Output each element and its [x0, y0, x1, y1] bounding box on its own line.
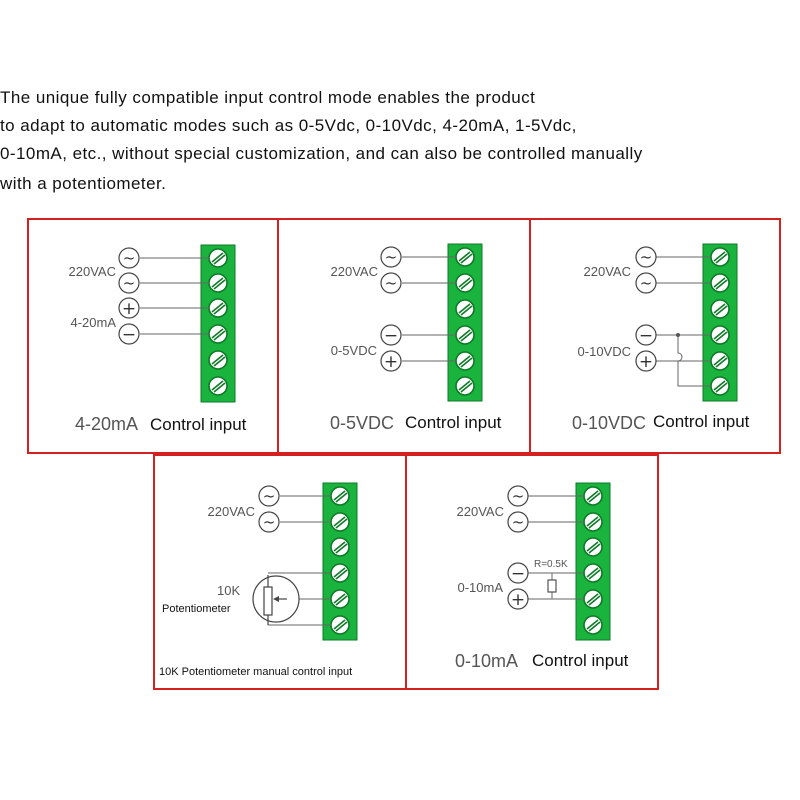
- terminal-symbols: ~ ~ − +: [635, 246, 657, 372]
- potentiometer-icon: [252, 575, 300, 625]
- terminal-block: [702, 243, 738, 402]
- caption-text: Control input: [150, 415, 247, 434]
- terminal-block: [447, 243, 483, 402]
- ac-icon: ~: [263, 513, 276, 531]
- intro-line-3: 0-10mA, etc., without special customizat…: [0, 144, 643, 163]
- signal-label: 4-20mA: [70, 315, 116, 330]
- panel-frame: [529, 218, 781, 454]
- ac-icon: ~: [123, 274, 136, 292]
- panel-0-10ma: ~ ~ − + 220VAC 0-10mA R=0.5K 0-10mA Cont…: [405, 454, 659, 690]
- caption-text: 10K Potentiometer manual control input: [159, 666, 352, 678]
- terminal-block: [575, 482, 611, 641]
- wires: [140, 257, 209, 335]
- ac-icon: ~: [640, 248, 653, 266]
- caption-text: Control input: [653, 412, 750, 431]
- signal-label: 0-5VDC: [331, 343, 377, 358]
- pot-value-label: 10K: [217, 583, 240, 598]
- minus-icon: −: [384, 326, 398, 346]
- power-label: 220VAC: [584, 264, 631, 279]
- caption-prefix: 0-10VDC: [572, 413, 646, 433]
- ac-icon: ~: [123, 249, 136, 267]
- intro-line-1: The unique fully compatible input contro…: [0, 88, 536, 107]
- terminal-symbols: ~ ~ + −: [118, 247, 140, 345]
- minus-icon: −: [511, 564, 525, 584]
- junction-dot: [676, 333, 680, 337]
- minus-icon: −: [639, 326, 653, 346]
- terminal-block: [200, 244, 236, 403]
- plus-icon: +: [511, 590, 525, 610]
- ac-icon: ~: [512, 513, 525, 531]
- wires: [655, 256, 711, 387]
- power-label: 220VAC: [331, 264, 378, 279]
- wires: [268, 495, 331, 626]
- ac-icon: ~: [512, 487, 525, 505]
- power-label: 220VAC: [69, 264, 116, 279]
- power-label: 220VAC: [457, 504, 504, 519]
- terminal-symbols: ~ ~ − +: [380, 246, 402, 372]
- resistor-icon: [547, 579, 557, 593]
- plus-icon: +: [639, 352, 653, 372]
- caption-prefix: 0-5VDC: [330, 413, 394, 433]
- panel-0-10vdc: ~ ~ − + 220VAC 0-10VDC 0-10VDC Control i…: [529, 218, 781, 454]
- panel-0-5vdc: ~ ~ − + 220VAC 0-5VDC 0-5VDC Control inp…: [277, 218, 531, 454]
- minus-icon: −: [122, 325, 136, 345]
- signal-label: 0-10mA: [457, 580, 503, 595]
- terminal-symbols: ~ ~: [258, 485, 280, 533]
- power-label: 220VAC: [208, 504, 255, 519]
- panel-4-20ma: ~ ~ + − 220VAC 4-20mA 4-20mA Control inp…: [27, 218, 279, 454]
- pot-label: Potentiometer: [162, 603, 231, 615]
- ac-icon: ~: [385, 274, 398, 292]
- panel-frame: [405, 454, 659, 690]
- plus-icon: +: [384, 352, 398, 372]
- intro-line-4: with a potentiometer.: [0, 174, 167, 193]
- wires: [402, 256, 456, 362]
- wires: [528, 495, 584, 600]
- ac-icon: ~: [385, 248, 398, 266]
- caption-prefix: 0-10mA: [455, 651, 518, 671]
- caption-prefix: 4-20mA: [75, 414, 138, 434]
- caption-text: Control input: [532, 651, 629, 670]
- ac-icon: ~: [263, 487, 276, 505]
- terminal-block: [322, 482, 358, 641]
- signal-label: 0-10VDC: [578, 344, 631, 359]
- terminal-symbols: ~ ~ − +: [507, 485, 529, 610]
- resistor-label: R=0.5K: [534, 559, 568, 570]
- ac-icon: ~: [640, 274, 653, 292]
- caption-text: Control input: [405, 413, 502, 432]
- plus-icon: +: [122, 299, 136, 319]
- intro-line-2: to adapt to automatic modes such as 0-5V…: [0, 116, 577, 135]
- panel-frame: [153, 454, 407, 690]
- panel-potentiometer: ~ ~ 220VAC 10K Potentiometer 10K Potenti…: [153, 454, 407, 690]
